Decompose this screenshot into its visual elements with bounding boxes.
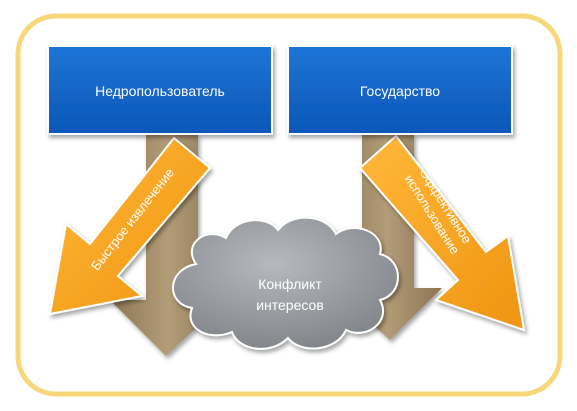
left-orange-arrow — [48, 136, 212, 316]
state-label: Государство — [360, 83, 440, 99]
subsoil-user-box: Недропользователь — [47, 45, 273, 135]
cloud-label-line2: интересов — [256, 297, 324, 313]
state-box: Государство — [287, 45, 513, 135]
cloud-label-line1: Конфликт — [258, 276, 322, 292]
subsoil-user-label: Недропользователь — [95, 83, 225, 99]
conflict-cloud: Конфликт интересов — [172, 216, 399, 350]
right-orange-arrow — [358, 134, 526, 332]
